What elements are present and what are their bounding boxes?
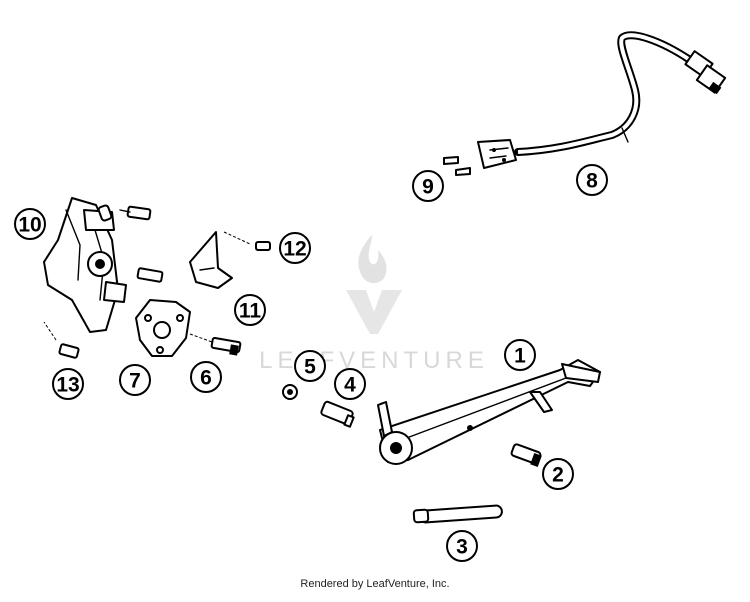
bracket-assembly [43,197,127,333]
svg-text:10: 10 [18,214,41,237]
watermark-text: LEAFVENTURE [259,347,489,374]
connector-screws [443,156,471,176]
callout-9: 9 [412,170,444,202]
pin-part-3 [412,504,503,524]
bolt-part-13 [43,321,80,359]
callout-3: 3 [446,530,478,562]
bracket-part-11 [189,231,251,289]
gasket-plate [135,299,191,357]
bolt-middle [136,267,164,283]
bolt-upper [119,205,152,221]
svg-text:7: 7 [129,370,141,393]
callout-8: 8 [576,164,608,196]
callout-11: 11 [234,294,266,326]
fitting-part-2 [510,443,542,468]
svg-text:9: 9 [422,176,434,199]
callout-13: 13 [52,368,84,400]
svg-text:1: 1 [514,345,526,368]
svg-text:6: 6 [200,367,212,390]
callout-5: 5 [294,350,326,382]
callout-1: 1 [504,339,536,371]
svg-text:11: 11 [239,300,262,323]
svg-text:3: 3 [456,536,468,559]
callout-7: 7 [119,364,151,396]
cable-harness [477,31,727,169]
main-arm [377,359,601,465]
svg-text:13: 13 [56,374,79,397]
watermark-v-icon [346,290,402,334]
callout-4: 4 [334,368,366,400]
svg-text:8: 8 [586,170,598,193]
fitting-part-6 [189,333,242,356]
svg-text:5: 5 [304,356,316,379]
watermark-flame-icon [358,235,387,284]
nut-part-5 [282,384,298,400]
footer-credit: Rendered by LeafVenture, Inc. [300,578,450,590]
screw-part-12 [255,241,271,251]
callout-12: 12 [279,232,311,264]
sleeve-part-4 [320,400,355,428]
callout-2: 2 [542,458,574,490]
svg-text:12: 12 [283,238,306,261]
callout-10: 10 [14,208,46,240]
svg-text:4: 4 [344,374,356,397]
callout-6: 6 [190,361,222,393]
svg-text:2: 2 [552,464,564,487]
